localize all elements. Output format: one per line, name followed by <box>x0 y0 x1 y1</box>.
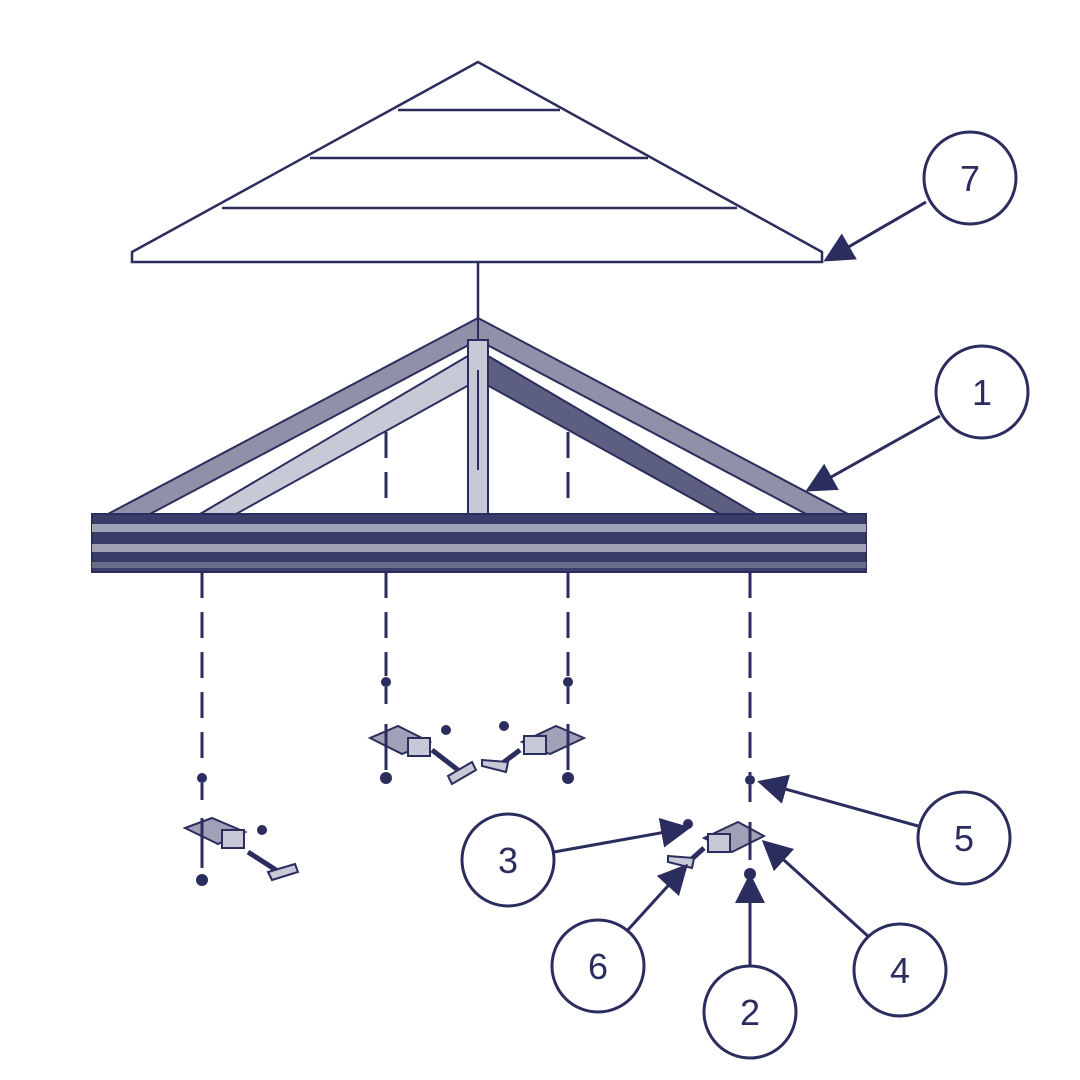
callout-7: 7 <box>922 130 1018 226</box>
truss-frame-part <box>91 316 867 573</box>
callout-4: 4 <box>852 922 948 1018</box>
leader-arrow-6 <box>624 863 689 934</box>
callout-label-6: 6 <box>588 946 608 987</box>
leader-arrow-3 <box>553 817 691 854</box>
bracket-set-center-left <box>367 677 478 786</box>
callout-label-1: 1 <box>972 372 992 413</box>
callout-3: 3 <box>460 812 556 908</box>
alignment-lines <box>200 432 752 775</box>
callout-1: 1 <box>934 344 1030 440</box>
callout-6: 6 <box>550 918 646 1014</box>
leader-arrow-5 <box>757 774 919 828</box>
callout-5: 5 <box>916 790 1012 886</box>
leader-arrow-1 <box>805 414 941 492</box>
callout-2: 2 <box>702 964 798 1060</box>
bracket-set-right <box>667 775 767 880</box>
bracket-set-left <box>182 773 300 886</box>
callout-label-5: 5 <box>954 818 974 859</box>
callout-label-4: 4 <box>890 950 910 991</box>
callout-label-2: 2 <box>740 992 760 1033</box>
callout-label-7: 7 <box>960 158 980 199</box>
bracket-set-center-right <box>481 677 587 784</box>
callout-label-3: 3 <box>498 840 518 881</box>
leader-arrow-4 <box>761 839 872 940</box>
leader-arrows <box>553 200 941 966</box>
leader-arrow-7 <box>823 200 927 262</box>
roof-cap-part <box>130 60 824 320</box>
